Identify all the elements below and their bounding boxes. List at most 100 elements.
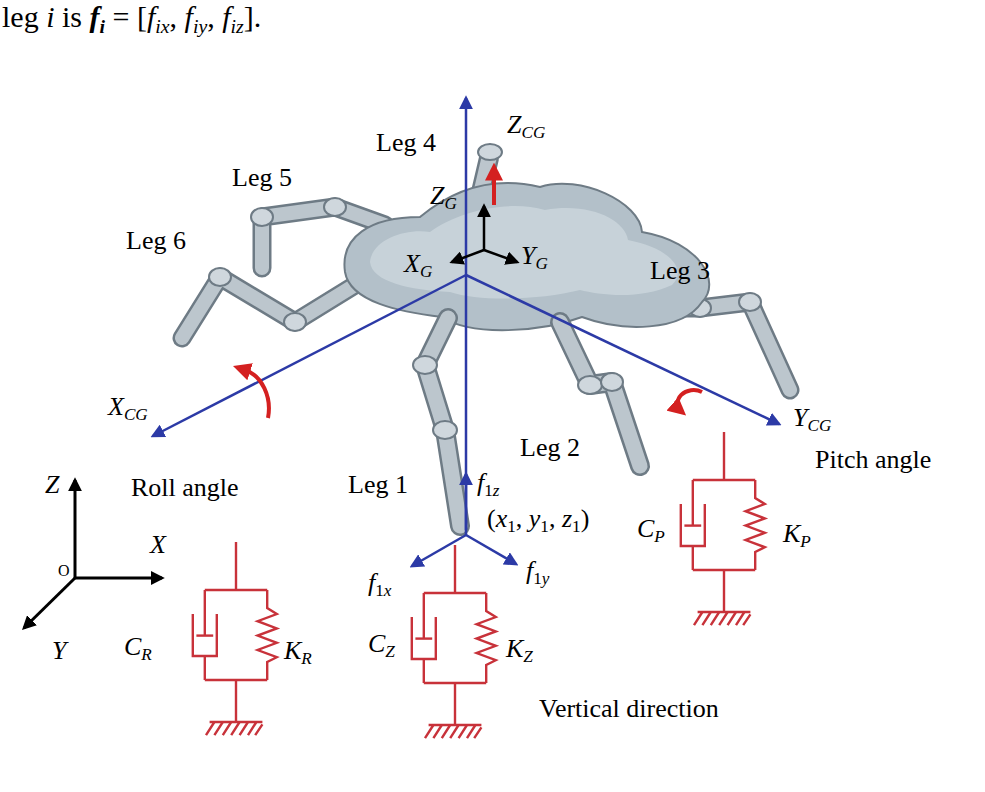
label-part: C xyxy=(637,514,654,543)
label-part: y xyxy=(529,504,541,533)
label-part: X xyxy=(108,392,124,421)
label-part: Leg 6 xyxy=(126,226,186,255)
global-axes xyxy=(24,480,162,628)
axis-label: YG xyxy=(521,241,548,274)
label-part: leg xyxy=(2,0,46,33)
body-axes xyxy=(452,206,517,262)
axis-label: XG xyxy=(404,249,432,282)
label-part: i xyxy=(100,15,106,37)
label-part: Roll angle xyxy=(131,473,239,502)
spring-label: KR xyxy=(284,636,312,669)
label-part: x xyxy=(496,504,508,533)
pitch-spring-damper xyxy=(681,432,765,625)
label-part: P xyxy=(800,532,810,551)
label-part: C xyxy=(124,632,141,661)
leg-label: Leg 3 xyxy=(650,256,710,286)
label-part: K xyxy=(506,634,523,663)
label-part: , xyxy=(516,504,529,533)
label-part: is xyxy=(55,0,90,33)
force-label: f1z xyxy=(477,468,500,501)
caption-fragment: leg i is fi = [fix, fiy, fiz]. xyxy=(2,0,261,37)
label-part: R xyxy=(301,649,311,668)
spring-label: KP xyxy=(783,519,811,552)
label-part: CG xyxy=(807,416,831,435)
label-part: i xyxy=(46,0,54,33)
damper-label: CP xyxy=(637,514,665,547)
label-part: 1 xyxy=(375,581,384,600)
leg-label: Leg 4 xyxy=(376,128,436,158)
label-part: R xyxy=(141,645,151,664)
label-part: Z xyxy=(430,181,444,210)
damper-label: CZ xyxy=(368,629,395,662)
label-part: Pitch angle xyxy=(815,445,931,474)
label-part: P xyxy=(654,527,664,546)
label-part: y xyxy=(542,569,550,588)
label-part: 1 xyxy=(484,481,493,500)
label-part: f xyxy=(368,568,375,597)
label-part: ) xyxy=(581,504,590,533)
label-part: 1 xyxy=(533,569,542,588)
leg-label: Leg 1 xyxy=(348,470,408,500)
label-part: C xyxy=(368,629,385,658)
back-legs xyxy=(182,144,790,390)
label-part: f xyxy=(147,0,155,33)
origin-label: O xyxy=(58,562,70,580)
force-label: f1y xyxy=(526,556,549,589)
leg-label: Leg 5 xyxy=(232,163,292,193)
direction-label: Vertical direction xyxy=(539,694,719,724)
label-part: f xyxy=(477,468,484,497)
label-part: f xyxy=(222,0,230,33)
label-part: Leg 2 xyxy=(520,433,580,462)
axis-label: X xyxy=(150,530,166,560)
front-legs xyxy=(413,318,640,526)
label-part: ( xyxy=(487,504,496,533)
label-part: Leg 4 xyxy=(376,128,436,157)
label-part: O xyxy=(58,562,70,579)
axis-label: ZG xyxy=(430,181,457,214)
spring-label: KZ xyxy=(506,634,533,667)
axis-label: YCG xyxy=(793,403,831,436)
label-part: Leg 1 xyxy=(348,470,408,499)
label-part: Y xyxy=(52,636,66,665)
label-part: x xyxy=(384,581,392,600)
label-part: G xyxy=(420,262,432,281)
axis-label: Y xyxy=(52,636,66,666)
label-part: Leg 3 xyxy=(650,256,710,285)
axis-label: Z xyxy=(45,470,59,500)
label-part: G xyxy=(444,194,456,213)
body-top xyxy=(370,206,678,298)
label-part: = [ xyxy=(105,0,147,33)
label-part: CG xyxy=(124,405,148,424)
force-label: f1x xyxy=(368,568,391,601)
label-part: K xyxy=(783,519,800,548)
roll-spring-damper xyxy=(193,542,277,735)
label-part: iz xyxy=(231,15,244,37)
damper-label: CR xyxy=(124,632,152,665)
coordinate-label: (x1, y1, z1) xyxy=(487,504,589,537)
label-part: f xyxy=(526,556,533,585)
leg-label: Leg 2 xyxy=(520,433,580,463)
label-part: 1 xyxy=(572,517,581,536)
label-part: iy xyxy=(193,15,207,37)
label-part: ]. xyxy=(244,0,262,33)
label-part: K xyxy=(284,636,301,665)
label-part: , xyxy=(207,0,222,33)
label-part: X xyxy=(150,530,166,559)
label-part: Vertical direction xyxy=(539,694,719,723)
label-part: Z xyxy=(507,110,521,139)
vertical-spring-damper xyxy=(412,545,496,738)
label-part: Y xyxy=(521,241,535,270)
label-part: Z xyxy=(523,647,533,666)
label-part: , xyxy=(549,504,562,533)
label-part: Z xyxy=(45,470,59,499)
label-part: X xyxy=(404,249,420,278)
label-part: 1 xyxy=(507,517,516,536)
cg-axes xyxy=(153,98,779,566)
axis-label: XCG xyxy=(108,392,148,425)
label-part: , xyxy=(170,0,185,33)
label-part: Y xyxy=(793,403,807,432)
label-part: 1 xyxy=(540,517,549,536)
label-part: Z xyxy=(385,642,395,661)
